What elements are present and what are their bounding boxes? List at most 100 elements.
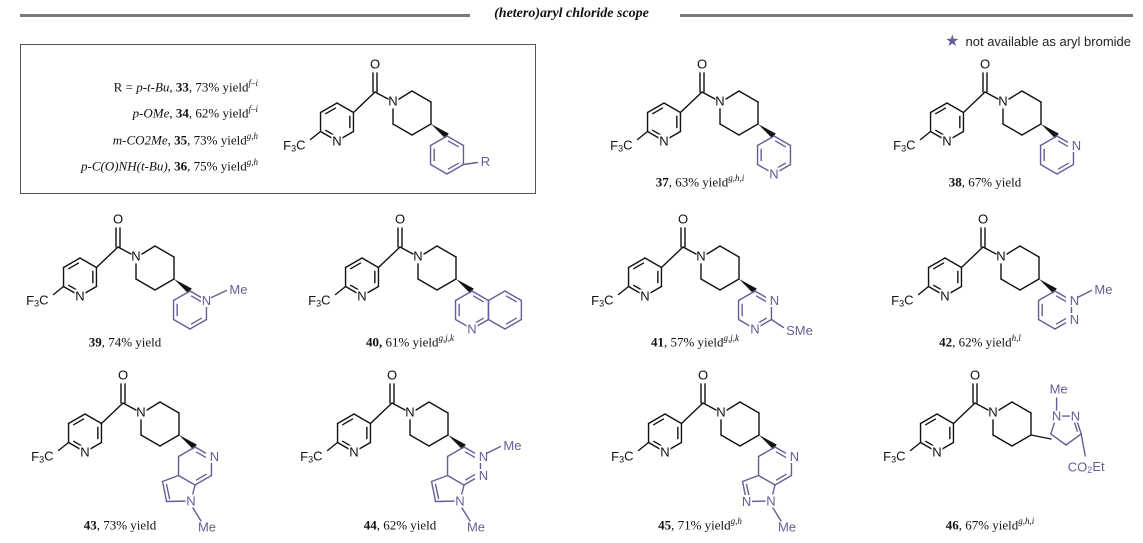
bond: [428, 434, 449, 447]
rgroup-box: [20, 44, 536, 194]
label-mask: [765, 494, 777, 508]
bond: [210, 289, 228, 299]
pyrazole-46-bond: [1050, 433, 1067, 446]
heteroatom-label: N: [479, 449, 488, 464]
label-mask: [1065, 313, 1077, 326]
heteroatom-label: N: [455, 493, 464, 508]
label-mask: [785, 450, 797, 463]
pyridyl-39-bond: [172, 290, 191, 302]
pyridine-44-bond: [353, 413, 372, 425]
legend-note: ★not available as aryl bromide: [945, 31, 1131, 51]
pyridine-38-double-bond: [935, 107, 947, 115]
bond: [462, 161, 479, 166]
caption-42: 42, 62% yieldh,l: [939, 333, 1021, 350]
bond: [909, 441, 922, 452]
label-mask: [765, 294, 777, 307]
bond: [637, 441, 650, 452]
label-mask: [474, 450, 486, 463]
fused-43-double-bond: [195, 451, 207, 459]
methyl-label: Me: [229, 282, 247, 297]
pyridine-41-bond: [627, 257, 646, 269]
label-mask: [1067, 139, 1079, 152]
fused-44-double-bond: [464, 473, 476, 481]
cf3-label: F3C: [308, 293, 330, 309]
pyridine-n-label: N: [349, 444, 358, 459]
amide-bond: [352, 91, 376, 114]
bond: [738, 90, 759, 103]
amide-n-bond: [701, 91, 716, 100]
oxygen-label: O: [697, 56, 707, 71]
heteroatom-label: N: [790, 449, 799, 464]
heteroatom-label: N: [742, 494, 751, 509]
amide-bond: [369, 402, 393, 425]
oxygen-label: O: [113, 211, 123, 226]
bond: [411, 123, 432, 136]
pyridine-43-bond: [84, 413, 103, 425]
caption-39: 39, 74% yield: [88, 334, 162, 350]
label-mask: [200, 294, 212, 307]
pyridine-40-double-bond: [350, 262, 362, 270]
label-mask: [941, 134, 953, 148]
pyridine-45-double-bond: [653, 418, 665, 426]
pyridine-38-bond: [929, 102, 948, 114]
bond: [57, 441, 70, 452]
bond: [1076, 289, 1093, 299]
amide-n-bond: [122, 402, 137, 411]
aryl-r-double-bond: [447, 162, 459, 170]
pyridyl-39-double-bond: [190, 295, 202, 303]
amide-bond: [960, 246, 984, 269]
header-rule-right: [680, 14, 1133, 17]
oxygen-label: O: [395, 211, 405, 226]
pyridine-n-label: N: [357, 288, 366, 303]
bond: [485, 445, 502, 455]
bond: [141, 245, 156, 255]
rgroup-line-33: R = p-t-Bu, 33, 73% yieldf–i: [113, 78, 258, 95]
label-mask: [659, 445, 671, 459]
amide-n-bond: [391, 402, 406, 411]
label-mask: [939, 289, 951, 303]
fused-45-bond: [757, 474, 776, 486]
quinoline-b-bond: [504, 290, 523, 302]
bond: [1002, 123, 1023, 136]
bond: [436, 278, 457, 291]
bond: [739, 434, 760, 447]
bond: [1000, 278, 1021, 291]
pyridine-n-label: N: [660, 444, 669, 459]
pyridine-n-label: N: [942, 133, 951, 148]
bond: [770, 318, 785, 329]
n-methyl-label: Me: [778, 519, 796, 534]
pyridine-n-label: N: [75, 288, 84, 303]
label-mask: [1065, 294, 1077, 307]
oxygen-label: O: [970, 367, 980, 382]
amide-n-bond: [117, 246, 132, 255]
methyl-label: Me: [503, 438, 521, 453]
pyridine-n-label: N: [932, 444, 941, 459]
fused-45-bond: [757, 446, 776, 458]
quinoline-b-bond: [487, 290, 506, 302]
cf3-label: F3C: [891, 293, 913, 309]
pyridine-37-bond: [663, 102, 682, 114]
fused-45-double-bond: [775, 451, 787, 459]
rgroup-line-35: m-CO2Me, 35, 73% yieldg,h: [112, 130, 258, 147]
oxygen-label: O: [980, 56, 990, 71]
pyridine-45-bond: [647, 413, 666, 425]
page-title: (hetero)aryl chloride scope: [0, 6, 1143, 22]
pyridyl-38-bond: [1056, 163, 1075, 175]
bond: [1008, 90, 1023, 100]
rgroup-list: R = p-t-Bu, 33, 73% yieldf–i p-OMe, 34, …: [30, 72, 258, 177]
pyridine-40-bond: [361, 257, 380, 269]
amide-n-bond: [984, 91, 999, 100]
amide-n-bond: [374, 91, 389, 100]
bond: [1030, 434, 1052, 440]
bond: [434, 483, 440, 500]
bond: [919, 130, 932, 141]
pyrimidine-42-double-bond: [1055, 317, 1067, 325]
piperidine-n-label: N: [136, 404, 145, 419]
cf3-label: F3C: [611, 449, 633, 465]
bond: [1021, 90, 1042, 103]
